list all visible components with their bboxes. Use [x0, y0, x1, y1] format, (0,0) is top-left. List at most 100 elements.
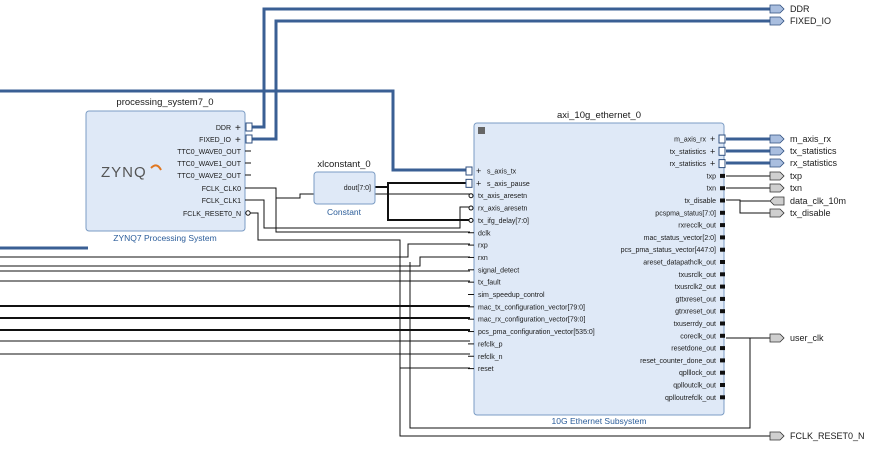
bus-pin-marker	[718, 134, 726, 144]
eth-left-pin: tx_axis_aresetn	[478, 193, 527, 200]
eth-subtitle: 10G Ethernet Subsystem	[552, 416, 647, 426]
plus-icon: +	[235, 135, 241, 146]
ps7-pin-fclk-clk1: FCLK_CLK1	[202, 198, 241, 205]
pin-marker	[720, 173, 725, 178]
eth-right-pin: resetdone_out	[671, 346, 716, 353]
collapse-icon[interactable]	[478, 127, 485, 134]
pin-marker	[720, 272, 725, 277]
pin-marker	[720, 309, 725, 314]
eth-right-pin: coreclk_out	[680, 333, 716, 340]
eth-right-pin: txp	[707, 173, 716, 180]
eth-instance-name: axi_10g_ethernet_0	[557, 110, 641, 121]
eth-right-pin: gttxreset_out	[676, 296, 717, 303]
ps7-pin-ttc0-wave2: TTC0_WAVE2_OUT	[177, 173, 242, 180]
ps7-subtitle: ZYNQ7 Processing System	[113, 233, 216, 243]
pin-marker	[720, 198, 725, 203]
eth-right-pin: rxrecclk_out	[678, 223, 716, 230]
port-data-clk-10m[interactable]: data_clk_10m	[769, 196, 846, 206]
ps7-block[interactable]: processing_system7_0 ZYNQ ZYNQ7 Processi…	[85, 97, 253, 243]
port-tx-disable[interactable]: tx_disable	[769, 208, 831, 218]
ps7-pin-ddr: DDR	[216, 125, 231, 132]
port-m-axis-rx[interactable]: m_axis_rx	[769, 134, 832, 144]
eth-right-pin: reset_counter_done_out	[640, 358, 716, 365]
port-fclk-reset0-n[interactable]: FCLK_RESET0_N	[769, 431, 865, 441]
net-coreclk-loop[interactable]	[409, 262, 751, 429]
eth-left-pin: dclk	[478, 230, 491, 237]
eth-left-pin: pcs_pma_configuration_vector[535:0]	[478, 329, 595, 336]
ps7-pin-ttc0-wave1: TTC0_WAVE1_OUT	[177, 161, 242, 168]
pin-marker	[720, 333, 725, 338]
plus-icon[interactable]: +	[710, 159, 715, 169]
plus-icon[interactable]: +	[476, 166, 481, 176]
port-tx-statistics-label: tx_statistics	[790, 146, 837, 156]
eth-right-pin: tx_statistics	[670, 149, 707, 156]
eth-block[interactable]: axi_10g_ethernet_0 10G Ethernet Subsyste…	[465, 110, 726, 426]
port-fixed-io-label: FIXED_IO	[790, 16, 831, 26]
xlconstant-block[interactable]: xlconstant_0 dout[7:0] Constant	[313, 159, 376, 217]
pin-marker	[720, 383, 725, 387]
ps7-pin-fclk-clk0: FCLK_CLK0	[202, 186, 241, 193]
port-fclk-reset0-n-label: FCLK_RESET0_N	[790, 431, 865, 441]
port-txn[interactable]: txn	[769, 183, 802, 193]
port-rx-statistics[interactable]: rx_statistics	[769, 158, 838, 168]
eth-right-pin: gtrxreset_out	[675, 309, 716, 316]
pin-marker	[720, 260, 725, 264]
pin-marker	[720, 210, 725, 215]
zynq-logo: ZYNQ	[101, 164, 147, 181]
eth-right-pin: qplllock_out	[679, 370, 716, 377]
net-tx-disable[interactable]	[726, 199, 770, 214]
nets	[0, 7, 770, 437]
port-tx-statistics[interactable]: tx_statistics	[769, 146, 837, 156]
pin-marker	[720, 235, 725, 240]
ps7-pin-fclk-reset0-n: FCLK_RESET0_N	[183, 211, 241, 218]
eth-left-pin: refclk_n	[478, 354, 503, 361]
eth-left-pin: rx_axis_aresetn	[478, 206, 528, 213]
plus-icon[interactable]: +	[476, 178, 481, 188]
eth-left-pin: sim_speedup_control	[478, 292, 545, 299]
eth-left-pin: mac_tx_configuration_vector[79:0]	[478, 304, 585, 311]
eth-left-pin: rxp	[478, 243, 488, 250]
pin-marker	[720, 358, 725, 363]
xlconstant-pin-dout: dout[7:0]	[344, 185, 371, 192]
bus-pin-marker	[718, 146, 726, 156]
pin-marker	[720, 321, 725, 326]
net-fclk-clk1[interactable]	[250, 199, 470, 229]
eth-right-pin: pcspma_status[7:0]	[655, 210, 716, 217]
eth-right-pin: txn	[707, 186, 716, 193]
pin-marker	[720, 370, 725, 375]
ps7-pins: DDR FIXED_IO TTC0_WAVE0_OUT TTC0_WAVE1_O…	[177, 122, 253, 218]
plus-icon[interactable]: +	[710, 134, 715, 144]
port-fixed-io[interactable]: FIXED_IO	[769, 16, 831, 26]
eth-right-pin: txusrclk2_out	[675, 284, 716, 291]
zynq-logo-swoosh	[150, 164, 162, 171]
pin-marker	[468, 205, 474, 211]
eth-left-pin: signal_detect	[478, 267, 519, 274]
eth-left-pin: rxn	[478, 255, 488, 262]
external-ports: DDR FIXED_IO m_axis_rx tx_statistics rx_…	[769, 4, 865, 441]
net-ddr[interactable]	[252, 7, 770, 129]
pin-marker	[720, 186, 725, 191]
bus-pin-marker	[465, 166, 473, 176]
plus-icon[interactable]: +	[710, 146, 715, 156]
eth-right-pin: pcs_pma_status_vector[447:0]	[621, 247, 716, 254]
net-fclk-reset[interactable]	[250, 212, 770, 437]
net-fclk-clk0[interactable]	[250, 187, 470, 233]
eth-left-pin: tx_fault	[478, 280, 501, 287]
net-const-pause[interactable]	[375, 182, 470, 188]
eth-right-pin: mac_status_vector[2:0]	[644, 235, 716, 242]
net-fixed-io[interactable]	[252, 19, 770, 141]
net-rxn[interactable]	[0, 256, 470, 267]
port-ddr[interactable]: DDR	[769, 4, 810, 14]
net-rxp[interactable]	[0, 243, 470, 258]
ps7-pin-ttc0-wave0: TTC0_WAVE0_OUT	[177, 149, 242, 156]
port-user-clk-label: user_clk	[790, 333, 824, 343]
net-s-axis-tx[interactable]	[0, 89, 470, 172]
port-rx-statistics-label: rx_statistics	[790, 158, 838, 168]
net-const-ifg[interactable]	[387, 187, 470, 221]
pin-marker	[468, 217, 474, 223]
pin-marker	[720, 395, 725, 400]
port-user-clk[interactable]: user_clk	[769, 333, 824, 343]
port-txp[interactable]: txp	[769, 171, 802, 181]
ps7-pin-fixed-io: FIXED_IO	[199, 137, 231, 144]
